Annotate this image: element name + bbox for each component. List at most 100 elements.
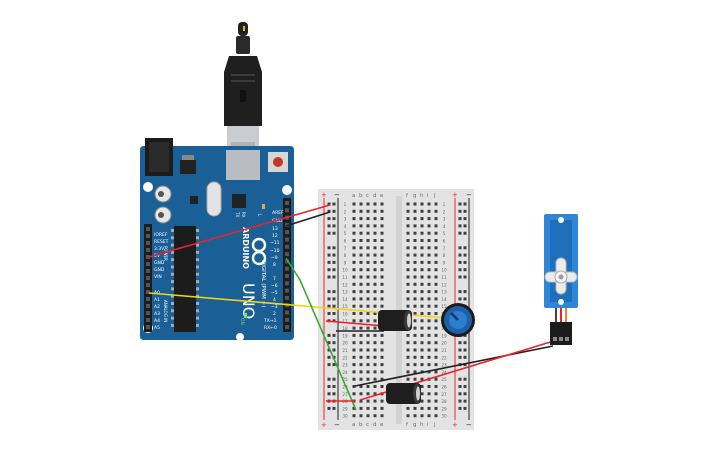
header-pin-hole[interactable]	[285, 274, 289, 278]
breadboard-hole[interactable]	[427, 363, 431, 367]
rail-hole[interactable]	[327, 304, 331, 308]
breadboard-hole[interactable]	[406, 333, 410, 337]
rail-hole[interactable]	[332, 377, 336, 381]
breadboard-hole[interactable]	[366, 239, 370, 242]
breadboard-hole[interactable]	[427, 282, 431, 286]
rail-hole[interactable]	[327, 363, 331, 367]
breadboard-hole[interactable]	[352, 209, 356, 213]
breadboard-hole[interactable]	[406, 231, 410, 235]
breadboard-hole[interactable]	[406, 275, 410, 279]
breadboard-hole[interactable]	[380, 348, 384, 352]
breadboard-hole[interactable]	[373, 319, 377, 323]
header-pin-hole[interactable]	[146, 283, 150, 287]
breadboard-hole[interactable]	[359, 202, 363, 206]
breadboard-hole[interactable]	[413, 377, 417, 381]
breadboard-hole[interactable]	[380, 406, 384, 410]
header-pin-hole[interactable]	[146, 255, 150, 259]
breadboard-hole[interactable]	[420, 290, 424, 294]
breadboard-hole[interactable]	[420, 319, 424, 323]
breadboard-hole[interactable]	[434, 392, 438, 396]
rail-hole[interactable]	[458, 348, 462, 352]
breadboard-hole[interactable]	[359, 341, 363, 345]
breadboard-hole[interactable]	[406, 260, 410, 264]
breadboard-hole[interactable]	[380, 209, 384, 213]
breadboard-hole[interactable]	[420, 224, 424, 228]
breadboard-hole[interactable]	[420, 341, 424, 345]
breadboard-hole[interactable]	[434, 275, 438, 279]
breadboard-hole[interactable]	[413, 202, 417, 206]
rail-hole[interactable]	[327, 341, 331, 345]
rail-hole[interactable]	[463, 377, 467, 381]
rail-hole[interactable]	[332, 348, 336, 352]
breadboard-hole[interactable]	[406, 246, 410, 250]
rail-hole[interactable]	[327, 224, 331, 228]
breadboard-hole[interactable]	[373, 217, 377, 221]
breadboard-hole[interactable]	[434, 312, 438, 315]
breadboard-hole[interactable]	[359, 260, 363, 264]
breadboard-hole[interactable]	[413, 282, 417, 286]
breadboard-hole[interactable]	[413, 209, 417, 213]
breadboard-hole[interactable]	[413, 304, 417, 308]
breadboard-hole[interactable]	[366, 304, 370, 308]
wire-gnd-to-rail[interactable]	[285, 211, 331, 227]
rail-hole[interactable]	[458, 341, 462, 345]
header-pin-hole[interactable]	[285, 317, 289, 322]
breadboard-hole[interactable]	[427, 392, 431, 396]
breadboard-hole[interactable]	[352, 377, 356, 381]
breadboard-hole[interactable]	[380, 275, 384, 279]
breadboard-hole[interactable]	[373, 326, 377, 330]
breadboard-hole[interactable]	[434, 333, 438, 337]
breadboard-hole[interactable]	[406, 297, 410, 301]
breadboard-hole[interactable]	[434, 253, 438, 257]
breadboard-hole[interactable]	[373, 231, 377, 235]
breadboard-hole[interactable]	[366, 209, 370, 213]
header-pin-hole[interactable]	[146, 227, 150, 231]
breadboard-hole[interactable]	[413, 355, 417, 359]
rail-hole[interactable]	[327, 297, 331, 301]
breadboard-hole[interactable]	[434, 224, 438, 228]
breadboard-hole[interactable]	[373, 297, 377, 301]
breadboard-hole[interactable]	[434, 406, 438, 410]
breadboard-hole[interactable]	[380, 290, 384, 294]
breadboard-hole[interactable]	[366, 282, 370, 286]
breadboard-hole[interactable]	[380, 333, 384, 337]
breadboard-hole[interactable]	[359, 304, 363, 308]
breadboard-hole[interactable]	[359, 326, 363, 330]
breadboard-hole[interactable]	[427, 268, 431, 272]
breadboard-hole[interactable]	[434, 239, 438, 242]
breadboard-hole[interactable]	[420, 406, 424, 410]
breadboard-hole[interactable]	[352, 231, 356, 235]
breadboard-hole[interactable]	[359, 246, 363, 250]
breadboard-hole[interactable]	[352, 370, 356, 374]
header-pin-hole[interactable]	[285, 252, 289, 257]
breadboard-hole[interactable]	[366, 333, 370, 337]
breadboard-hole[interactable]	[406, 370, 410, 374]
breadboard-hole[interactable]	[434, 326, 438, 330]
breadboard-hole[interactable]	[413, 363, 417, 367]
breadboard-hole[interactable]	[420, 348, 424, 352]
header-pin-hole[interactable]	[285, 281, 289, 286]
breadboard-hole[interactable]	[352, 260, 356, 264]
rail-hole[interactable]	[458, 217, 462, 221]
breadboard-hole[interactable]	[359, 355, 363, 359]
breadboard-hole[interactable]	[359, 209, 363, 213]
arduino-uno[interactable]: IOREF RESET 3.3V 5V GND GND VIN A0 A1 A2…	[140, 138, 294, 341]
breadboard-hole[interactable]	[373, 355, 377, 359]
header-pin-hole[interactable]	[146, 318, 150, 322]
breadboard-hole[interactable]	[352, 224, 356, 228]
rail-hole[interactable]	[463, 399, 467, 403]
breadboard-hole[interactable]	[352, 282, 356, 286]
breadboard-hole[interactable]	[427, 341, 431, 345]
header-pin-hole[interactable]	[146, 290, 150, 294]
breadboard-hole[interactable]	[434, 231, 438, 235]
breadboard-hole[interactable]	[359, 290, 363, 294]
breadboard-hole[interactable]	[427, 304, 431, 308]
breadboard-hole[interactable]	[359, 275, 363, 279]
rail-hole[interactable]	[463, 231, 467, 235]
rail-hole[interactable]	[463, 275, 467, 279]
breadboard-hole[interactable]	[413, 290, 417, 294]
rail-hole[interactable]	[332, 260, 336, 264]
rail-hole[interactable]	[463, 341, 467, 345]
breadboard-hole[interactable]	[380, 268, 384, 272]
